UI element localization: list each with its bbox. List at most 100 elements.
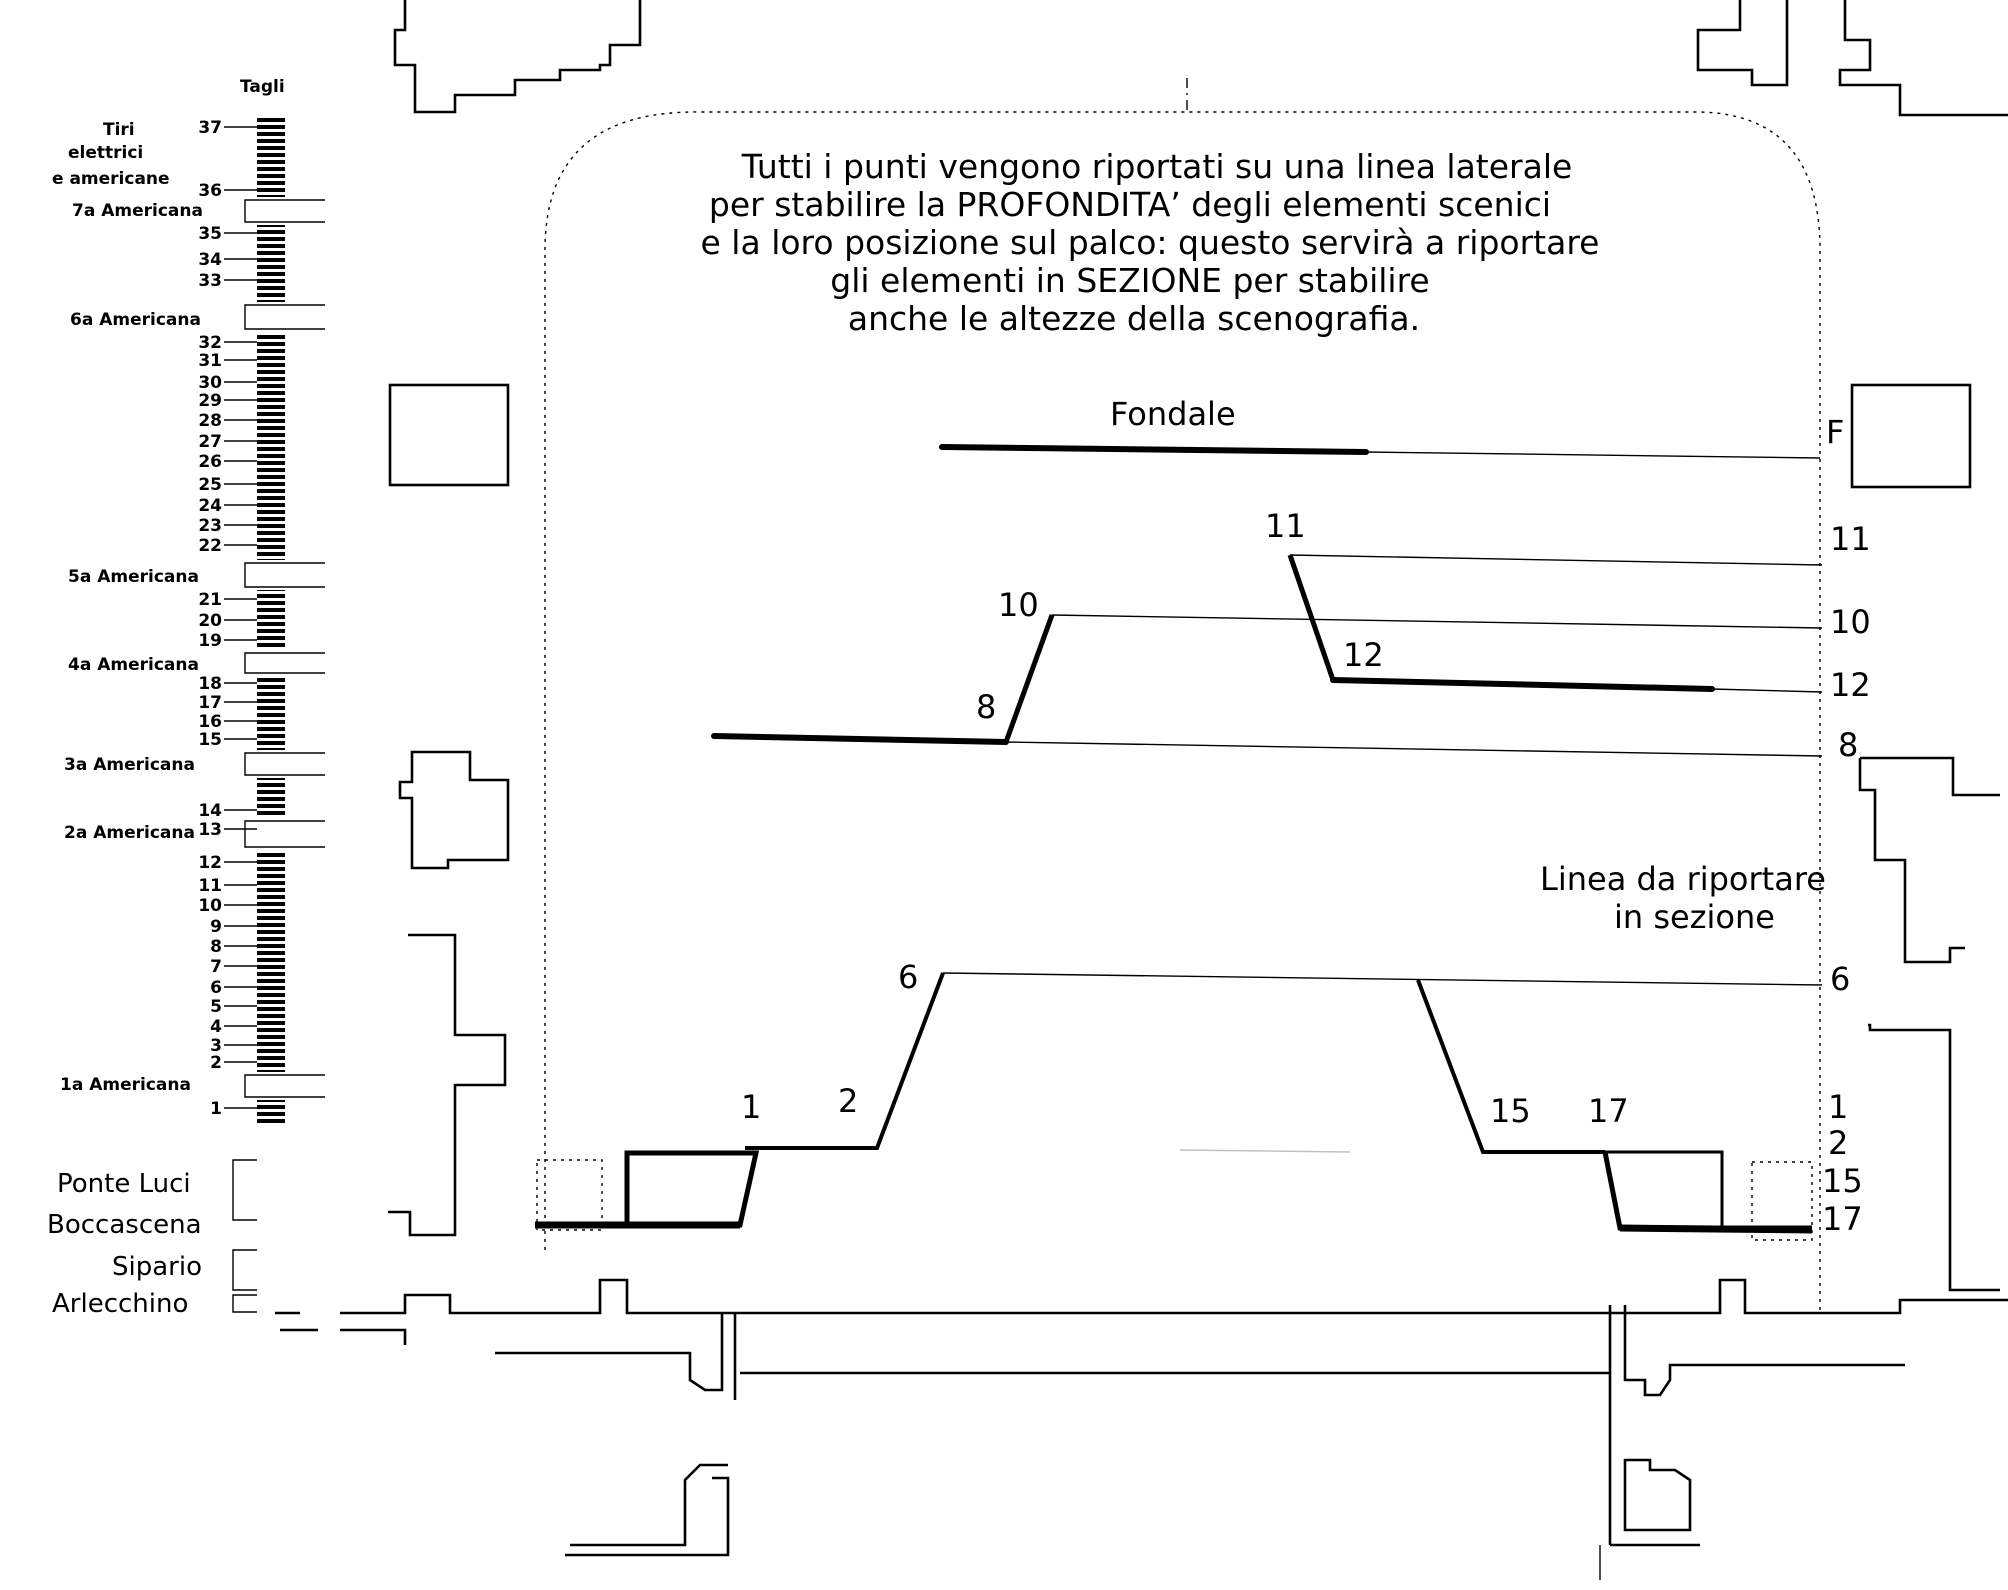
taglio-bar: [257, 132, 285, 136]
taglio-bar: [257, 629, 285, 633]
taglio-bar: [257, 510, 285, 514]
taglio-bar: [257, 874, 285, 878]
taglio-number: 29: [198, 391, 222, 411]
taglio-number: 7: [210, 957, 222, 977]
taglio-number: 36: [198, 181, 222, 201]
taglio-bar: [257, 181, 285, 185]
taglio-bar: [257, 1119, 285, 1123]
americana-gap: [255, 650, 287, 676]
taglio-bar: [257, 958, 285, 962]
taglio-bar: [257, 1021, 285, 1025]
americana-gap: [255, 750, 287, 778]
taglio-bar: [257, 286, 285, 290]
taglio-bar: [257, 622, 285, 626]
taglio-bar: [257, 643, 285, 647]
taglio-number: 30: [198, 373, 222, 393]
taglio-number: 20: [198, 611, 222, 631]
taglio-number: 4: [210, 1017, 222, 1037]
taglio-bar: [257, 370, 285, 374]
taglio-bar: [257, 468, 285, 472]
taglio-bar: [257, 993, 285, 997]
taglio-bar: [257, 909, 285, 913]
taglio-bar: [257, 153, 285, 157]
taglio-bar: [257, 496, 285, 500]
taglio-bar: [257, 951, 285, 955]
taglio-bar: [257, 636, 285, 640]
note-line-4: gli elementi in SEZIONE per stabilire: [830, 261, 1429, 300]
taglio-bar: [257, 531, 285, 535]
taglio-bar: [257, 433, 285, 437]
taglio-bar: [257, 377, 285, 381]
americana-bracket: [244, 562, 325, 588]
taglio-bar: [257, 1049, 285, 1053]
taglio-number: 14: [198, 801, 222, 821]
right-label-f: F: [1826, 413, 1844, 451]
taglio-number: 33: [198, 271, 222, 291]
americana-3: 3a Americana: [64, 755, 195, 775]
taglio-bar: [257, 986, 285, 990]
americana-bracket: [244, 304, 325, 330]
taglio-bar: [257, 279, 285, 283]
taglio-bar: [257, 118, 285, 122]
taglio-bar: [257, 930, 285, 934]
header-americane: e americane: [52, 169, 170, 189]
taglio-number: 32: [198, 333, 222, 353]
taglio-bar: [257, 944, 285, 948]
right-label-2: 2: [1828, 1124, 1848, 1162]
taglio-number: 35: [198, 224, 222, 244]
taglio-bar: [257, 482, 285, 486]
taglio-bar: [257, 440, 285, 444]
stage-outline: [536, 78, 1821, 1310]
taglio-bar: [257, 454, 285, 458]
americana-gap: [255, 560, 287, 590]
taglio-bar: [257, 1112, 285, 1116]
taglio-bar: [257, 258, 285, 262]
americana-bracket: [244, 820, 325, 848]
taglio-number: 31: [198, 351, 222, 371]
header-tiri: Tiri: [103, 120, 135, 140]
taglio-bar: [257, 678, 285, 682]
taglio-bar: [257, 1014, 285, 1018]
taglio-number: 13: [198, 820, 222, 840]
taglio-bar: [257, 356, 285, 360]
right-label-11: 11: [1830, 520, 1871, 558]
right-label-10: 10: [1830, 603, 1871, 641]
stage-bracket: [232, 1294, 257, 1313]
right-label-15: 15: [1822, 1162, 1863, 1200]
taglio-bar: [257, 552, 285, 556]
americana-gap: [255, 818, 287, 850]
taglio-number: 19: [198, 631, 222, 651]
linea-label-2: in sezione: [1614, 898, 1775, 936]
taglio-bar: [257, 167, 285, 171]
taglio-bar: [257, 734, 285, 738]
note-line-3: e la loro posizione sul palco: questo se…: [701, 223, 1600, 262]
americana-2: 2a Americana: [64, 823, 195, 843]
taglio-bar: [257, 1063, 285, 1067]
taglio-bar: [257, 342, 285, 346]
right-label-8: 8: [1838, 726, 1858, 764]
label-arlecchino: Arlecchino: [52, 1289, 188, 1319]
taglio-bar: [257, 293, 285, 297]
taglio-bar: [257, 1042, 285, 1046]
taglio-bar: [257, 251, 285, 255]
taglio-bar: [257, 965, 285, 969]
americana-gap: [255, 302, 287, 332]
taglio-number: 27: [198, 432, 222, 452]
taglio-bar: [257, 174, 285, 178]
taglio-bar: [257, 398, 285, 402]
americana-bracket: [244, 1074, 325, 1098]
point-11: 11: [1265, 507, 1306, 545]
taglio-bar: [257, 524, 285, 528]
taglio-bar: [257, 811, 285, 815]
taglio-bar: [257, 538, 285, 542]
americana-1: 1a Americana: [60, 1075, 191, 1095]
taglio-bar: [257, 867, 285, 871]
taglio-bar: [257, 405, 285, 409]
tagli-column: 3736353433323130292827262524232221201918…: [198, 118, 325, 1313]
taglio-number: 11: [198, 876, 222, 896]
label-ponte-luci: Ponte Luci: [57, 1169, 191, 1199]
taglio-bar: [257, 881, 285, 885]
right-label-17: 17: [1822, 1200, 1863, 1238]
taglio-bar: [257, 727, 285, 731]
taglio-number: 28: [198, 411, 222, 431]
